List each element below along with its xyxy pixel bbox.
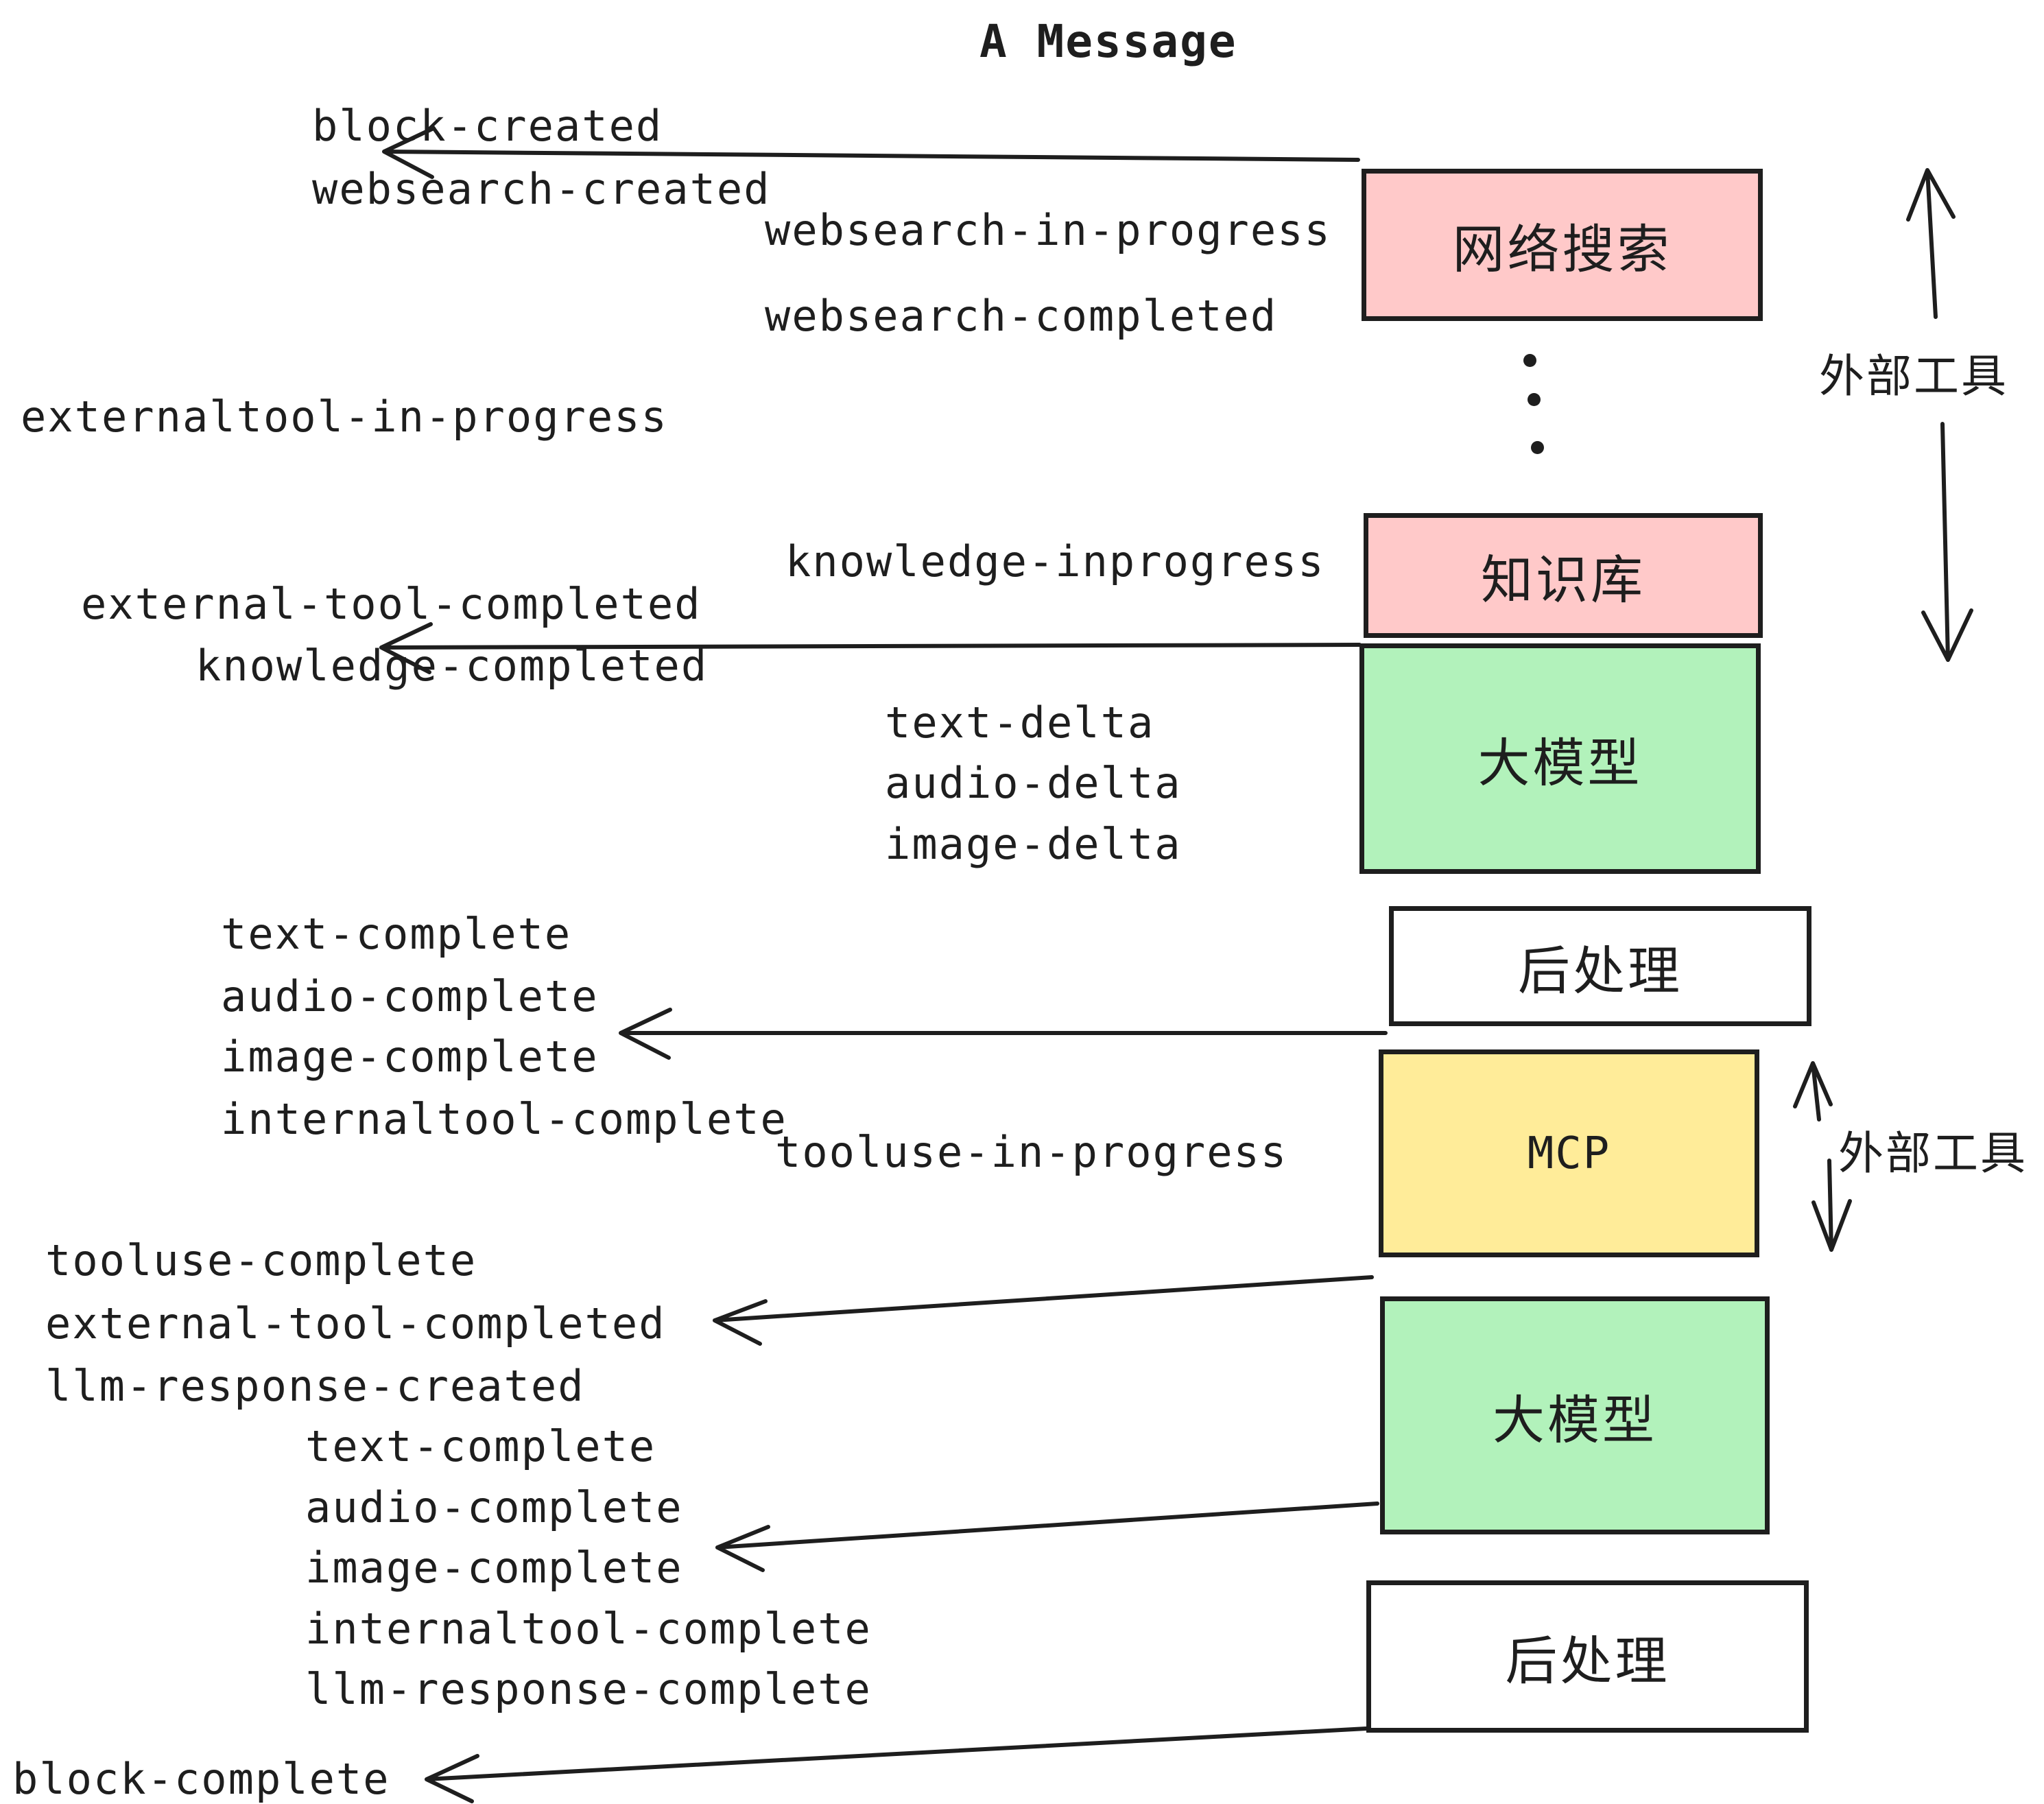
arrow-image-complete — [619, 1008, 1388, 1060]
arrow-block-complete — [425, 1726, 1368, 1803]
box-mcp: MCP — [1379, 1049, 1759, 1257]
event-audio-delta-1: audio-delta — [885, 758, 1182, 808]
box-llm-top-label: 大模型 — [1477, 733, 1643, 794]
ellipsis-dot — [1528, 393, 1541, 406]
event-websearch-created: websearch-created — [312, 164, 771, 214]
ellipsis-dot — [1523, 354, 1536, 367]
event-external-tool-completed-2: external-tool-completed — [45, 1298, 666, 1349]
event-block-complete: block-complete — [12, 1754, 390, 1804]
arrow-external-tool-down — [1921, 422, 1973, 662]
arrow-audio-complete — [715, 1502, 1379, 1572]
event-image-delta-1: image-delta — [885, 819, 1182, 869]
event-image-complete-1: image-complete — [221, 1032, 599, 1082]
box-web-search-label: 网络搜索 — [1452, 219, 1672, 280]
event-external-tool-completed: external-tool-completed — [81, 579, 702, 629]
event-tooluse-complete: tooluse-complete — [45, 1235, 477, 1285]
event-llm-response-created: llm-response-created — [45, 1361, 585, 1411]
event-externaltool-in-progress: externaltool-in-progress — [21, 392, 668, 442]
event-knowledge-inprogress: knowledge-inprogress — [785, 536, 1325, 586]
arrow-external-tool-up — [1906, 168, 1956, 319]
arrow-tooluse-complete — [713, 1275, 1374, 1346]
event-knowledge-completed: knowledge-completed — [195, 641, 709, 691]
external-tool-label-bottom: 外部工具 — [1838, 1127, 2028, 1180]
box-web-search: 网络搜索 — [1362, 169, 1763, 321]
box-llm-top: 大模型 — [1359, 643, 1761, 874]
event-internaltool-complete-2: internaltool-complete — [305, 1604, 872, 1654]
box-post-process-bottom: 后处理 — [1366, 1580, 1809, 1733]
box-post-process-top-label: 后处理 — [1518, 940, 1683, 1001]
box-post-process-top: 后处理 — [1389, 906, 1811, 1026]
event-audio-complete-1: audio-complete — [221, 971, 599, 1021]
box-mcp-label: MCP — [1527, 1128, 1611, 1179]
event-image-complete-2: image-complete — [305, 1543, 683, 1593]
event-llm-response-complete: llm-response-complete — [305, 1664, 872, 1714]
event-text-delta-1: text-delta — [885, 698, 1155, 748]
page-title: A Message — [979, 15, 1237, 68]
arrow-mcp-external-up — [1793, 1061, 1833, 1121]
box-post-process-bottom-label: 后处理 — [1505, 1630, 1670, 1692]
event-websearch-completed: websearch-completed — [765, 291, 1278, 341]
box-knowledge-base: 知识库 — [1364, 513, 1763, 638]
event-block-created: block-created — [312, 101, 663, 151]
event-internaltool-complete-1: internaltool-complete — [221, 1094, 787, 1144]
event-websearch-in-progress: websearch-in-progress — [765, 205, 1331, 255]
event-tooluse-in-progress: tooluse-in-progress — [775, 1127, 1288, 1177]
event-audio-complete-2: audio-complete — [305, 1482, 683, 1532]
box-knowledge-base-label: 知识库 — [1481, 549, 1645, 610]
event-text-complete-2: text-complete — [305, 1421, 656, 1471]
box-llm-bottom: 大模型 — [1380, 1296, 1770, 1534]
ellipsis-dot — [1531, 441, 1544, 454]
event-text-complete-1: text-complete — [221, 909, 572, 959]
external-tool-label-top: 外部工具 — [1819, 350, 2008, 403]
box-llm-bottom-label: 大模型 — [1493, 1389, 1657, 1451]
